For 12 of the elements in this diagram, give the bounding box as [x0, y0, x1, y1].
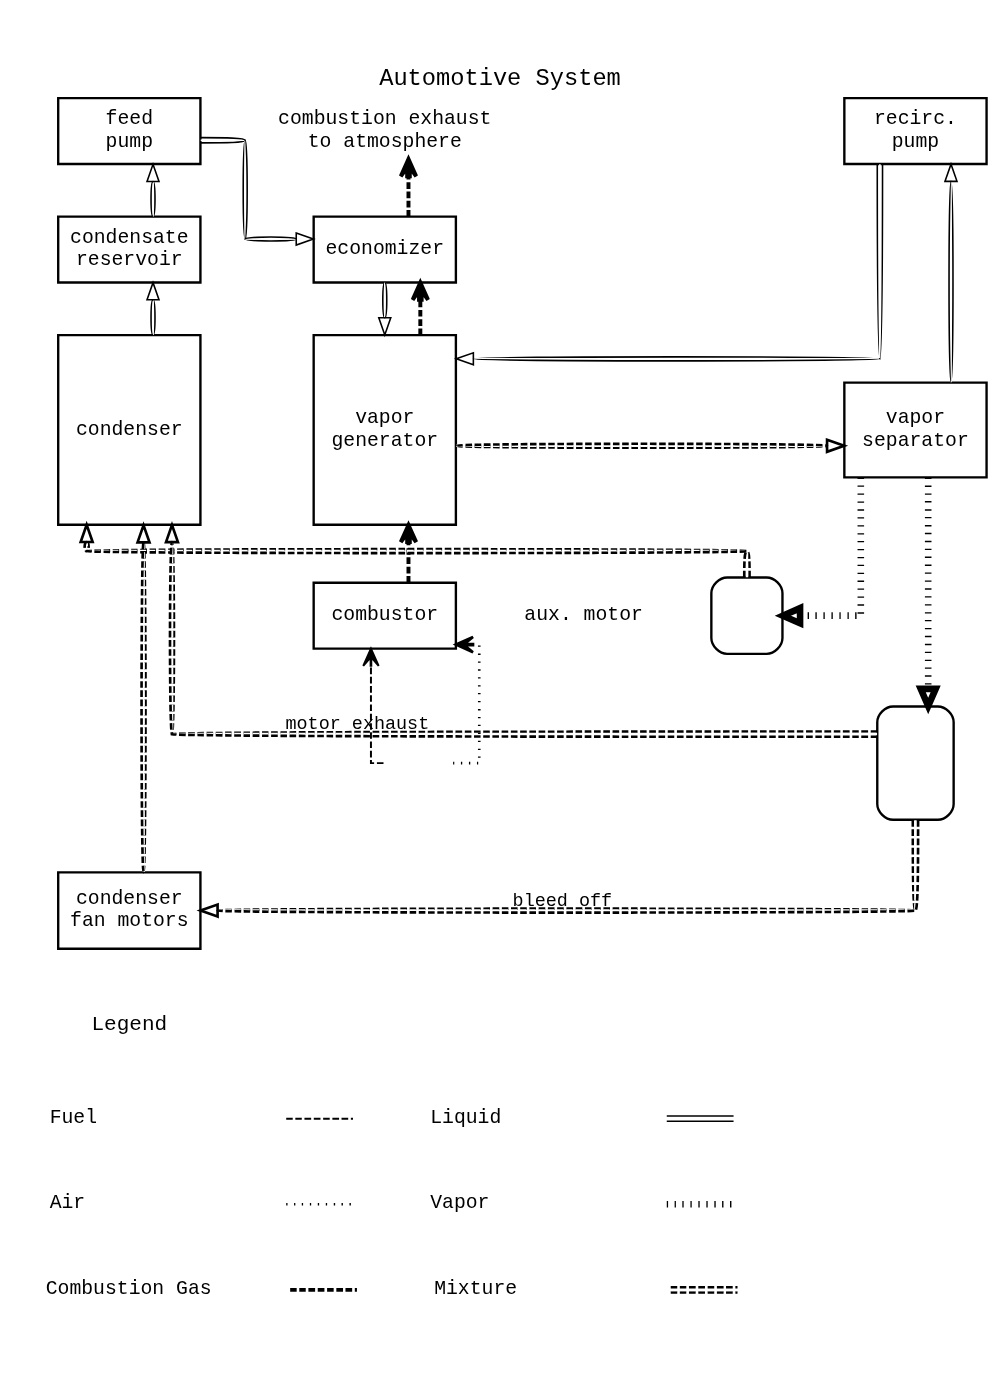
node-text: combustion exhaust to atmosphere — [278, 108, 492, 153]
legend-label: Combustion Gas — [45, 1277, 212, 1300]
label: Legend — [91, 1012, 168, 1037]
edge-label: motor exhaust — [285, 714, 430, 736]
legend-label: Air — [49, 1192, 86, 1215]
legend-label: Liquid — [430, 1106, 502, 1129]
node-label: aux. motor — [524, 604, 643, 627]
legend-label: Vapor — [430, 1192, 490, 1215]
legend-label: Fuel — [49, 1106, 98, 1129]
edge-label: bleed off — [512, 890, 613, 912]
legend-label: Mixture — [434, 1277, 518, 1300]
diagram-title: Automotive System — [379, 65, 621, 93]
